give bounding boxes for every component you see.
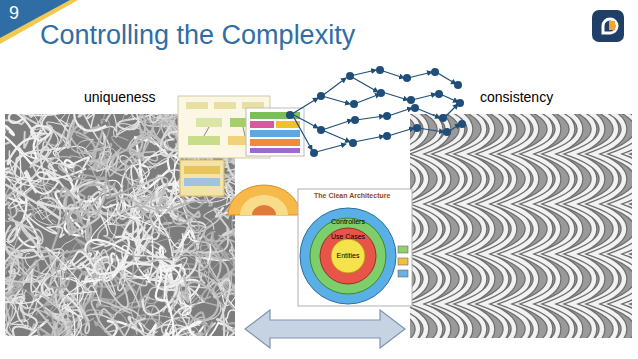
graph-dots	[286, 66, 466, 157]
logo-mark	[609, 21, 615, 30]
figure-title: The Clean Architecture	[314, 192, 390, 200]
slide-number: 9	[9, 3, 19, 24]
diagram-collage	[178, 96, 304, 215]
ring-label: Controllers	[331, 218, 365, 226]
ring-label: Entities	[337, 252, 360, 260]
ring-label: Use Cases	[331, 233, 365, 241]
logo-mark	[603, 19, 617, 33]
clean-architecture-figure	[298, 189, 412, 306]
slide-title: Controlling the Complexity	[40, 20, 355, 51]
image-label: uniqueness	[84, 89, 156, 105]
fibre-photo	[0, 17, 324, 359]
logo	[592, 10, 624, 42]
image-label: consistency	[480, 89, 553, 105]
double-arrow	[245, 310, 405, 348]
node-graph	[292, 70, 460, 152]
